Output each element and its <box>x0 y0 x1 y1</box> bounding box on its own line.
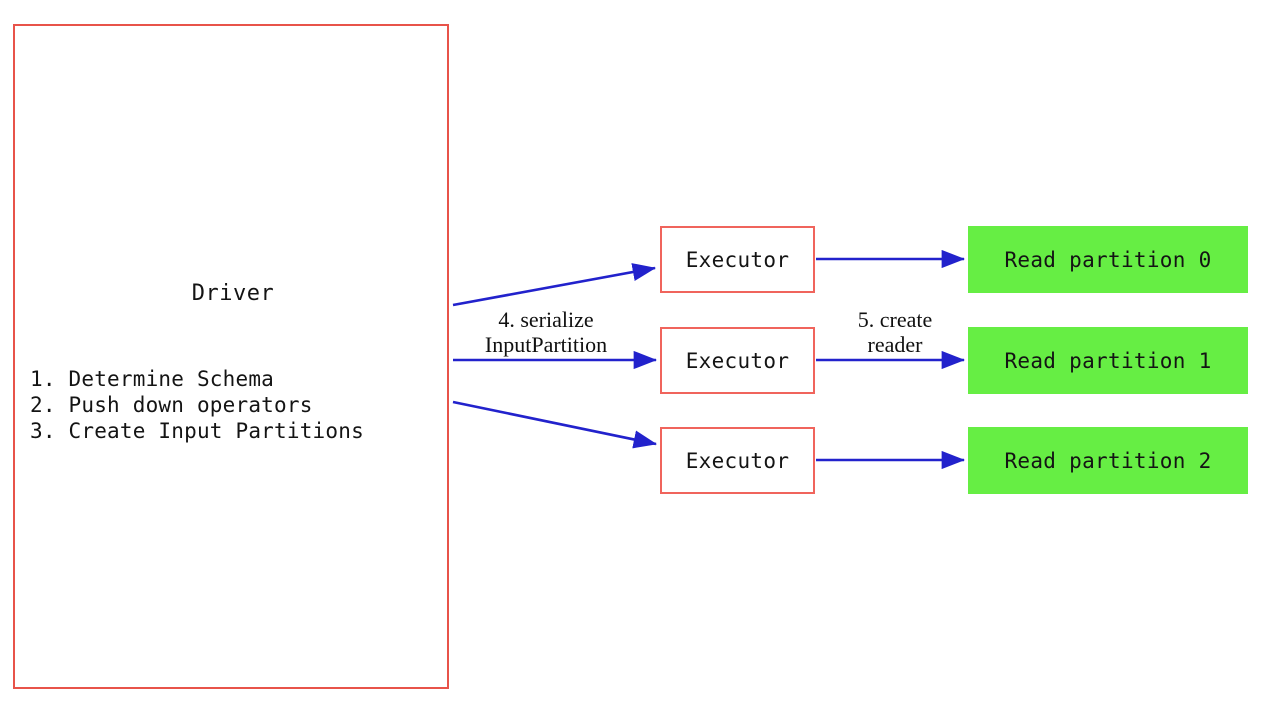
driver-title: Driver <box>191 281 275 306</box>
executor-box-0: Executor <box>660 226 815 293</box>
executor-label-0: Executor <box>685 247 790 272</box>
partition-label-1: Read partition 1 <box>1004 348 1212 373</box>
partition-label-2: Read partition 2 <box>1004 448 1212 473</box>
edge-label-serialize: 4. serialize InputPartition <box>484 307 608 357</box>
partition-box-1: Read partition 1 <box>968 327 1248 394</box>
edge-label-create-reader: 5. create reader <box>857 307 933 357</box>
driver-step-2: 2. Push down operators <box>30 393 313 417</box>
edge-driver-to-executor-0 <box>452 263 657 307</box>
executor-box-2: Executor <box>660 427 815 494</box>
executor-label-2: Executor <box>685 448 790 473</box>
driver-step-3: 3. Create Input Partitions <box>30 419 364 443</box>
executor-box-1: Executor <box>660 327 815 394</box>
driver-box: Driver 1. Determine Schema 2. Push down … <box>13 24 449 689</box>
partition-label-0: Read partition 0 <box>1004 247 1212 272</box>
driver-step-list: 1. Determine Schema 2. Push down operato… <box>30 366 450 444</box>
driver-step-1: 1. Determine Schema <box>30 367 275 391</box>
executor-label-1: Executor <box>685 348 790 373</box>
partition-box-2: Read partition 2 <box>968 427 1248 494</box>
edge-driver-to-executor-2 <box>452 400 658 449</box>
partition-box-0: Read partition 0 <box>968 226 1248 293</box>
